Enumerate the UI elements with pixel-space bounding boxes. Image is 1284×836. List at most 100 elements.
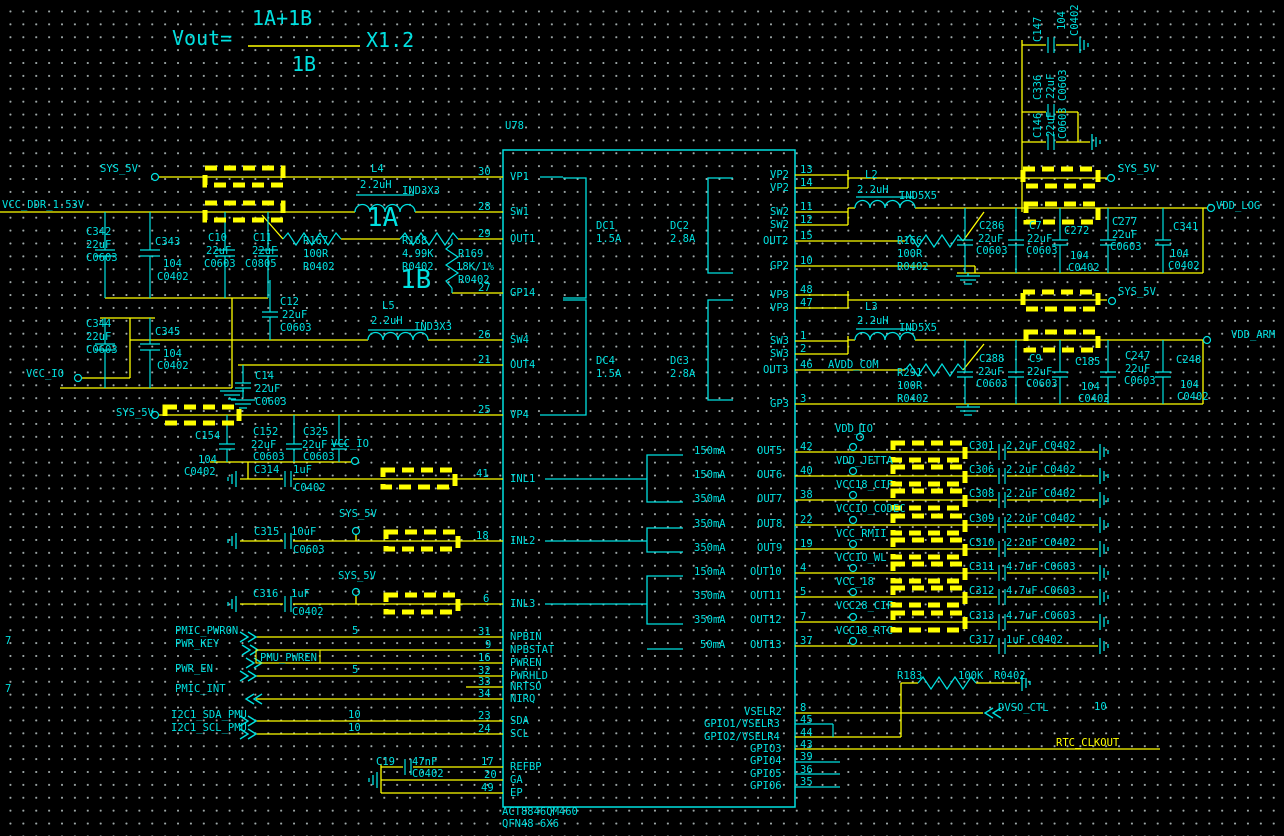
c288-value: 22uF	[978, 366, 1004, 378]
signal-pmic-int: PMIC_INT	[175, 683, 226, 695]
c345-value: 104	[163, 348, 182, 360]
wire-width-10c: 10	[1094, 701, 1107, 713]
c341-value: 104	[1170, 248, 1189, 260]
dc2-ref: DC2	[670, 220, 689, 232]
inductor-l5[interactable]	[367, 331, 429, 341]
ground-symbols	[220, 37, 1109, 788]
net-vcc18-cif: VCC18_CIF	[836, 479, 893, 491]
c345-ref: C345	[155, 326, 181, 338]
formula-denominator: 1B	[292, 52, 317, 76]
net-sys5v-2: SYS_5V	[116, 407, 154, 419]
inductor-l3[interactable]	[854, 331, 916, 341]
c7-package: C0603	[1026, 245, 1058, 257]
pin-name-nrtso: NRTSO	[510, 681, 542, 693]
c301-value: 2.2uF C0402	[1006, 440, 1076, 452]
pin-num-4: 4	[800, 562, 807, 574]
c341-ref: C341	[1173, 221, 1199, 233]
pin-name-out2: OUT2	[763, 235, 789, 247]
l4-package: IND3X3	[402, 185, 440, 197]
c19-ref: C19	[376, 756, 395, 768]
net-vcc-18: VCC_18	[836, 576, 874, 588]
pin-num-44: 44	[800, 727, 813, 739]
c277-ref: C277	[1112, 216, 1138, 228]
pin-num-19: 19	[800, 538, 813, 550]
c309-ref: C309	[969, 513, 995, 525]
r167-value: 100R	[303, 248, 329, 260]
net-sys5v-4: SYS_5V	[338, 570, 376, 582]
pin-num-47: 47	[800, 297, 813, 309]
net-sys5v-6: SYS_5V	[1118, 286, 1156, 298]
c146-ref: C146	[1032, 112, 1044, 138]
resistor-r168[interactable]	[399, 231, 459, 247]
l2-package: IND5X5	[899, 190, 937, 202]
r169-value: 18K/1%	[456, 261, 494, 273]
resistor-r169[interactable]	[444, 243, 460, 289]
c313-value: 4.7uF C0603	[1006, 610, 1076, 622]
c247-package: C0603	[1124, 375, 1156, 387]
c7-value: 22uF	[1027, 233, 1053, 245]
r168-value: 4.99K	[402, 248, 434, 260]
resistor-r167[interactable]	[282, 231, 342, 247]
signal-pwr-en: PWR_EN	[175, 663, 213, 675]
c12-ref: C12	[280, 296, 299, 308]
resistor-r291[interactable]	[904, 362, 964, 378]
c286-ref: C286	[979, 220, 1005, 232]
c11-value: 22uF	[252, 245, 278, 257]
pin-num-37: 37	[800, 635, 813, 647]
c288-ref: C288	[979, 353, 1005, 365]
pin-name-inl3: INL3	[510, 598, 536, 610]
component-leads	[95, 37, 1171, 788]
pin-name-nirq: NIRQ	[510, 693, 536, 705]
callout-1b: 1B	[400, 265, 432, 295]
c308-value: 2.2uF C0402	[1006, 488, 1076, 500]
pin-num-33: 33	[478, 676, 491, 688]
c313-ref: C313	[969, 610, 995, 622]
dc3-current: 2.8A	[670, 368, 696, 380]
c12-package: C0603	[280, 322, 312, 334]
pin-num-16: 16	[478, 652, 491, 664]
resistor-r166[interactable]	[904, 233, 964, 249]
pin-name-out4: OUT4	[510, 359, 536, 371]
c152-value: 22uF	[251, 439, 277, 451]
l3-value: 2.2uH	[857, 315, 889, 327]
c325-value: 22uF	[302, 439, 328, 451]
formula-multiplier: X1.2	[366, 28, 415, 52]
pin-num-3: 3	[800, 393, 807, 405]
pin-name-out7: OUT7	[757, 493, 783, 505]
pin-name-gpio1: GPIO1/VSELR3	[704, 718, 780, 730]
c247-value: 22uF	[1125, 363, 1151, 375]
c14-value: 22uF	[255, 383, 281, 395]
c345-package: C0402	[157, 360, 189, 372]
c146-value: 22uF	[1045, 111, 1057, 137]
pin-name-npbstat: NPBSTAT	[510, 644, 555, 656]
c342-value: 22uF	[86, 239, 112, 251]
pin-num-14: 14	[800, 177, 813, 189]
c277-value: 22uF	[1112, 229, 1138, 241]
c286-package: C0603	[976, 245, 1008, 257]
inductor-l2[interactable]	[854, 199, 916, 209]
pin-name-gpio4: GPIO4	[750, 755, 782, 767]
c147-value: 104	[1056, 11, 1068, 30]
c147-package: C0402	[1069, 4, 1081, 36]
pin-num-12: 12	[800, 214, 813, 226]
dc2-current: 2.8A	[670, 233, 696, 245]
current-out6: 150mA	[694, 469, 726, 481]
c14-package: C0603	[255, 396, 287, 408]
net-sys5v-5: SYS_5V	[1118, 163, 1156, 175]
c306-value: 2.2uF C0402	[1006, 464, 1076, 476]
pin-num-45: 45	[800, 714, 813, 726]
pin-num-1: 1	[800, 330, 807, 342]
c9-value: 22uF	[1027, 366, 1053, 378]
l5-value: 2.2uH	[371, 315, 403, 327]
net-vcc28-cif: VCC28_CIF	[836, 600, 893, 612]
pin-name-gp3: GP3	[770, 398, 789, 410]
r166-ref: R166	[897, 235, 923, 247]
pin-num-39: 39	[800, 751, 813, 763]
current-out12: 350mA	[694, 614, 726, 626]
resistor-r183[interactable]	[917, 675, 977, 691]
net-vccio-wl: VCCIO_WL	[836, 552, 887, 564]
c272-value: 104	[1070, 250, 1089, 262]
inductor-l4[interactable]	[354, 203, 416, 213]
current-out5: 150mA	[694, 445, 726, 457]
